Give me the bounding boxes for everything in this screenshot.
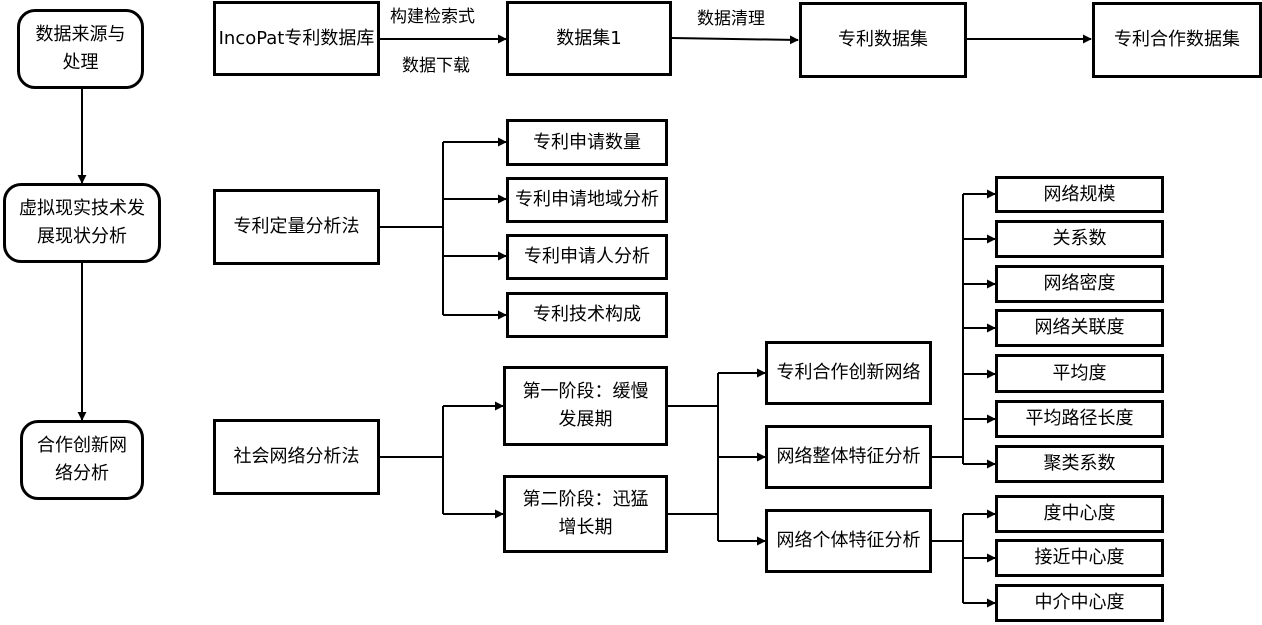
quant-item-regional-analysis: 专利申请地域分析	[506, 177, 668, 223]
step-data-source: 数据来源与处理	[17, 9, 144, 89]
metric-clustering-coefficient: 聚类系数	[995, 445, 1164, 483]
metric-network-scale: 网络规模	[995, 176, 1164, 213]
quant-item-tech-composition: 专利技术构成	[506, 292, 668, 338]
overall-feature-analysis: 网络整体特征分析	[765, 425, 932, 489]
metric-betweenness-centrality: 中介中心度	[995, 584, 1164, 622]
metric-degree-centrality: 度中心度	[995, 495, 1164, 533]
metric-closeness-centrality: 接近中心度	[995, 539, 1164, 577]
quant-item-application-count: 专利申请数量	[506, 119, 668, 166]
step-network-analysis: 合作创新网络分析	[20, 420, 144, 500]
metric-network-density: 网络密度	[995, 265, 1164, 303]
label-build-query: 构建检索式	[390, 7, 475, 27]
quant-item-applicant-analysis: 专利申请人分析	[506, 234, 668, 280]
arrow-dataset1-to-patent-dataset	[671, 35, 799, 45]
individual-feature-analysis: 网络个体特征分析	[765, 509, 932, 573]
metric-network-connectedness: 网络关联度	[995, 309, 1164, 347]
label-cleaning: 数据清理	[697, 9, 765, 29]
patent-dataset: 专利数据集	[799, 2, 967, 78]
cooperation-dataset: 专利合作数据集	[1092, 2, 1262, 78]
metric-average-degree: 平均度	[995, 354, 1164, 393]
metric-average-path-length: 平均路径长度	[995, 400, 1164, 438]
label-download: 数据下载	[402, 56, 470, 76]
stage-2-rapid-growth: 第二阶段：迅猛增长期	[503, 475, 668, 553]
cooperation-network: 专利合作创新网络	[765, 341, 932, 405]
step-vr-status: 虚拟现实技术发展现状分析	[3, 183, 161, 263]
metric-relation-count: 关系数	[995, 220, 1164, 258]
source-database: IncoPat专利数据库	[213, 1, 380, 76]
social-network-method: 社会网络分析法	[213, 419, 380, 495]
quantitative-method: 专利定量分析法	[213, 189, 380, 265]
stage-1-slow-development: 第一阶段：缓慢发展期	[503, 366, 668, 446]
dataset-1: 数据集1	[506, 1, 672, 76]
